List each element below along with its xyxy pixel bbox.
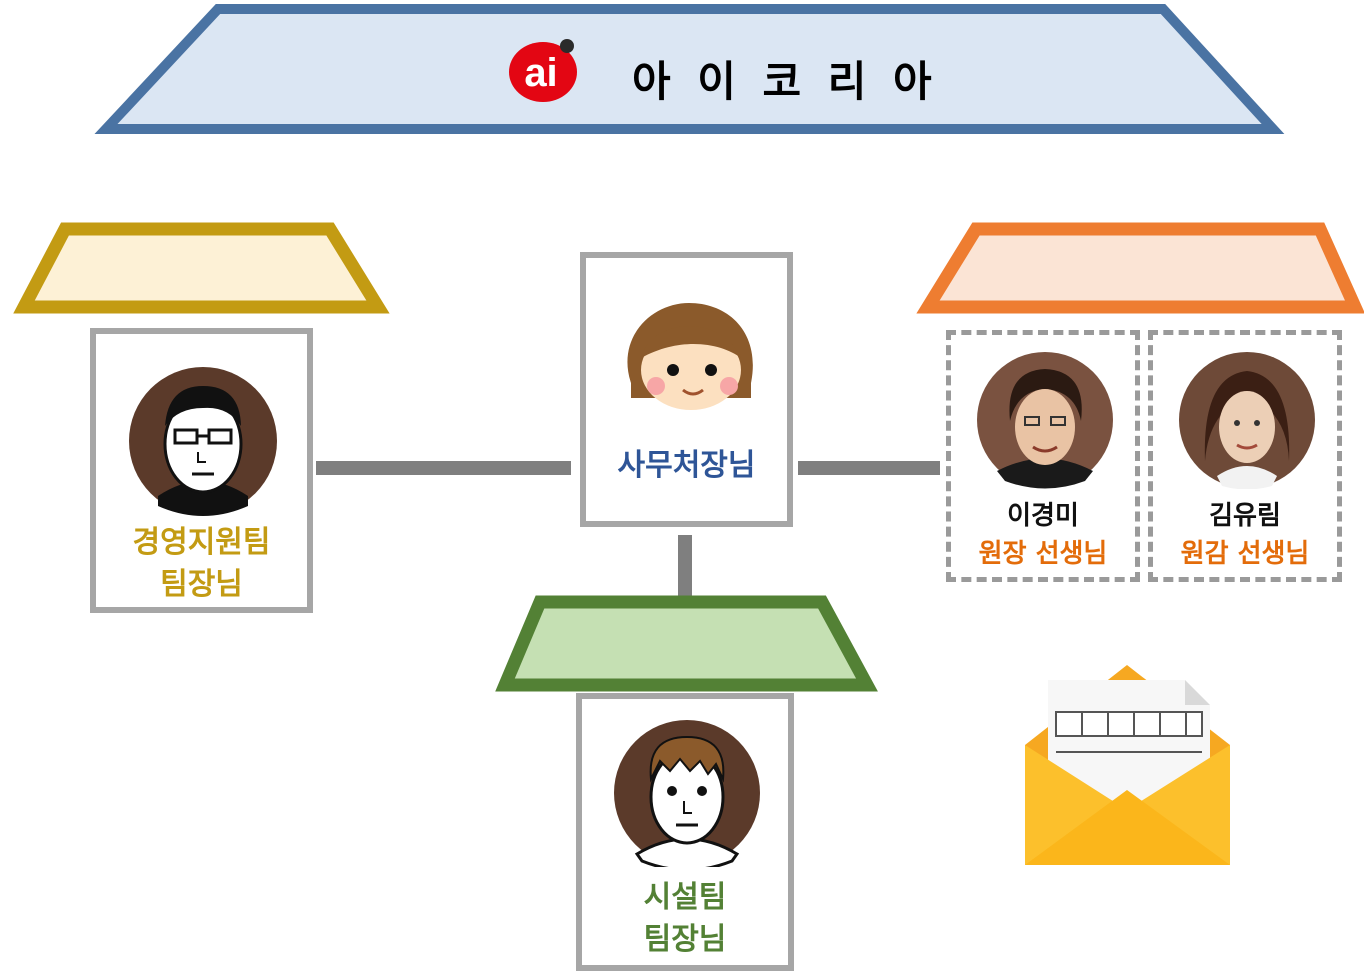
person-1-role: 원장 선생님	[978, 539, 1108, 569]
left-title-line1: 경영지원팀	[132, 525, 271, 560]
left-title-line2: 팀장님	[160, 567, 243, 602]
center-title: 사무처장님	[617, 448, 756, 483]
woman-avatar-icon	[611, 298, 766, 418]
header-banner	[94, 4, 1285, 134]
person-card-1: 이경미 원장 선생님	[946, 330, 1140, 582]
left-card: 경영지원팀 팀장님	[90, 328, 313, 613]
bottom-card: 시설팀 팀장님	[576, 693, 794, 971]
connector-bottom	[678, 535, 692, 600]
bottom-title-line1: 시설팀	[643, 880, 727, 915]
svg-text:ai: ai	[524, 51, 557, 95]
woman-photo-1	[975, 351, 1115, 489]
bottom-title-line2: 팀장님	[643, 922, 727, 957]
woman-photo-2	[1177, 351, 1317, 490]
bottom-title: 시설팀 팀장님	[582, 877, 788, 961]
ai-logo-icon: ai	[505, 36, 593, 106]
right-team-banner	[916, 222, 1364, 314]
person-card-2: 김유림 원감 선생님	[1148, 330, 1342, 582]
bottom-team-banner	[495, 595, 878, 692]
person-2-role: 원감 선생님	[1180, 539, 1310, 569]
person-2-name: 김유림	[1209, 501, 1281, 531]
connector-left	[316, 461, 571, 475]
young-man-avatar-icon	[612, 719, 762, 872]
center-card: 사무처장님	[580, 252, 793, 527]
left-team-banner	[13, 222, 390, 314]
envelope-icon[interactable]	[1020, 660, 1235, 870]
person-1-name: 이경미	[1007, 501, 1079, 531]
connector-right	[798, 461, 940, 475]
left-title: 경영지원팀 팀장님	[96, 522, 307, 606]
page-title: 아 이 코 리 아	[632, 57, 938, 106]
man-glasses-avatar-icon	[128, 366, 278, 516]
